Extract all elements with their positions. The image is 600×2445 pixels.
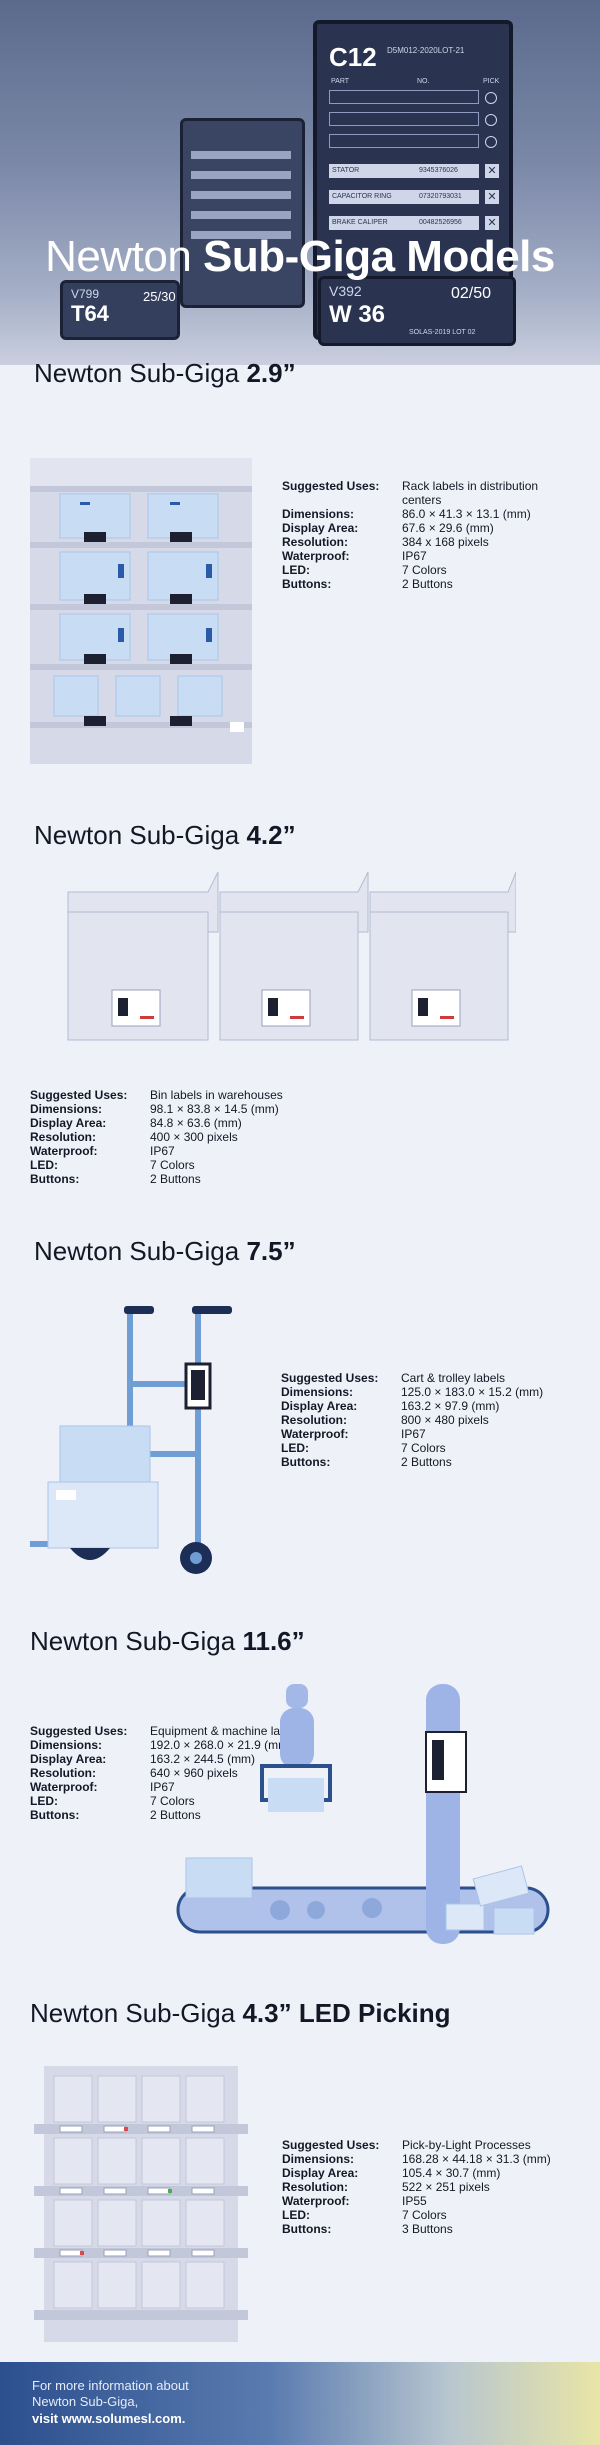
spec-row: Buttons:2 Buttons <box>30 1172 201 1186</box>
footer-text: For more information about <box>32 2378 189 2393</box>
footer: For more information about Newton Sub-Gi… <box>0 2362 600 2445</box>
spec-row: LED:7 Colors <box>282 563 447 577</box>
tag-code: V799 <box>71 287 100 301</box>
warehouse-bins-illustration <box>67 872 516 1041</box>
spec-row: Resolution:384 x 168 pixels <box>282 535 489 549</box>
spec-row: Dimensions:86.0 × 41.3 × 13.1 (mm) <box>282 507 531 521</box>
tag-lot: SOLAS-2019 LOT 02 <box>409 329 476 336</box>
page-title: Newton Sub-Giga Models <box>45 232 555 281</box>
section-title-7-5: Newton Sub-Giga 7.5” <box>34 1236 296 1266</box>
specs-4-3-led: Suggested Uses:Pick-by-Light Processes D… <box>282 2138 582 2236</box>
tag-code: W 36 <box>329 301 386 328</box>
spec-row: Waterproof:IP67 <box>282 549 427 563</box>
spec-row: Buttons:2 Buttons <box>282 577 453 591</box>
close-icon: ✕ <box>485 190 499 204</box>
spec-row: Buttons:3 Buttons <box>282 2222 453 2236</box>
spec-row: LED:7 Colors <box>30 1794 195 1808</box>
tag-col-no: NO. <box>417 78 430 85</box>
pick-shelves-illustration <box>34 2066 248 2342</box>
hand-trolley-illustration <box>30 1306 232 1574</box>
specs-4-2: Suggested Uses:Bin labels in warehouses … <box>30 1088 330 1186</box>
spec-row: Dimensions:192.0 × 268.0 × 21.9 (mm) <box>30 1738 293 1752</box>
spec-row: Dimensions:98.1 × 83.8 × 14.5 (mm) <box>30 1102 279 1116</box>
hero-tag-v799: V799 T64 25/30 <box>60 280 180 340</box>
spec-row: LED:7 Colors <box>282 2208 447 2222</box>
spec-row: Display Area:84.8 × 63.6 (mm) <box>30 1116 242 1130</box>
spec-row: Waterproof:IP55 <box>282 2194 427 2208</box>
spec-row: LED:7 Colors <box>281 1441 446 1455</box>
robot-arm-conveyor-illustration <box>176 1684 550 1944</box>
spec-row: Resolution:522 × 251 pixels <box>282 2180 490 2194</box>
section-title-11-6: Newton Sub-Giga 11.6” <box>30 1626 305 1656</box>
tag-code: V392 <box>329 283 362 299</box>
spec-row: Resolution:400 × 300 pixels <box>30 1130 238 1144</box>
section-title-4-2: Newton Sub-Giga 4.2” <box>34 820 296 850</box>
spec-row: Display Area:67.6 × 29.6 (mm) <box>282 521 494 535</box>
tag-col-part: PART <box>331 78 350 85</box>
spec-row: Waterproof:IP67 <box>30 1780 175 1794</box>
spec-row: Resolution: 640 × 960 pixels <box>30 1766 238 1780</box>
specs-11-6: Suggested Uses:Equipment & machine label… <box>30 1724 320 1822</box>
section-title-2-9: Newton Sub-Giga 2.9” <box>34 358 296 388</box>
spec-row: Dimensions:125.0 × 183.0 × 15.2 (mm) <box>281 1385 544 1399</box>
spec-row: Buttons:2 Buttons <box>281 1455 452 1469</box>
rack-shelves-illustration <box>30 458 252 764</box>
spec-row: Suggested Uses:Cart & trolley labels <box>281 1371 506 1385</box>
section-title-4-3-led: Newton Sub-Giga 4.3” LED Picking <box>30 1998 451 2028</box>
tag-code: C12 <box>329 42 377 72</box>
spec-row: Waterproof:IP67 <box>281 1427 426 1441</box>
spec-row: LED:7 Colors <box>30 1158 195 1172</box>
hero-tag-v392: V392 W 36 02/50 SOLAS-2019 LOT 02 <box>318 276 516 346</box>
close-icon: ✕ <box>485 216 499 230</box>
spec-row: Display Area:163.2 × 97.9 (mm) <box>281 1399 500 1413</box>
specs-2-9: Suggested Uses:Rack labels in distributi… <box>282 479 572 591</box>
spec-row: Suggested Uses:Equipment & machine label… <box>30 1724 303 1738</box>
tag-serial: D5M012-2020LOT-21 <box>387 46 465 55</box>
spec-row: Suggested Uses:Rack labels in distributi… <box>282 479 539 507</box>
spec-row: Resolution:800 × 480 pixels <box>281 1413 489 1427</box>
spec-row: Display Area:163.2 × 244.5 (mm) <box>30 1752 256 1766</box>
spec-row: Suggested Uses:Pick-by-Light Processes <box>282 2138 531 2152</box>
tag-code: T64 <box>71 301 109 326</box>
tag-col-pick: PICK <box>483 78 500 85</box>
spec-row: Display Area:105.4 × 30.7 (mm) <box>282 2166 501 2180</box>
footer-text: Newton Sub-Giga, <box>32 2394 139 2409</box>
hero-tag-mid <box>180 118 305 308</box>
tag-count: 02/50 <box>451 285 492 302</box>
spec-row: Buttons:2 Buttons <box>30 1808 201 1822</box>
close-icon: ✕ <box>485 164 499 178</box>
tag-count: 25/30 <box>143 289 176 304</box>
spec-row: Suggested Uses:Bin labels in warehouses <box>30 1088 283 1102</box>
specs-7-5: Suggested Uses:Cart & trolley labels Dim… <box>281 1371 581 1469</box>
spec-row: Waterproof:IP67 <box>30 1144 175 1158</box>
hero-banner: C12 D5M012-2020LOT-21 PART NO. PICK STAT… <box>0 0 600 365</box>
footer-website-link[interactable]: visit www.solumesl.com. <box>32 2411 186 2426</box>
spec-row: Dimensions:168.28 × 44.18 × 31.3 (mm) <box>282 2152 551 2166</box>
